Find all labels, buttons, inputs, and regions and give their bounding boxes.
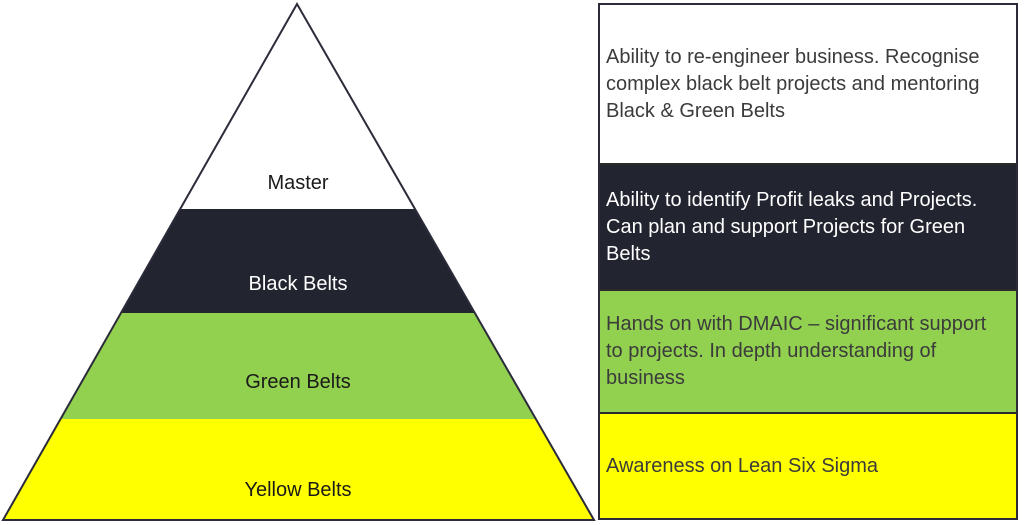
tier-label-master: Master [267,172,328,194]
description-black-belts-text: Ability to identify Profit leaks and Pro… [606,188,978,265]
tier-label-green-belts: Green Belts [245,371,351,393]
description-master-text: Ability to re-engineer business. Recogni… [606,45,980,122]
description-yellow-belts: Awareness on Lean Six Sigma [600,412,1016,518]
description-master: Ability to re-engineer business. Recogni… [600,5,1016,163]
tier-label-yellow-belts: Yellow Belts [244,479,351,501]
description-green-belts: Hands on with DMAIC – significant suppor… [600,289,1016,412]
pyramid-tier-green-belts [61,313,535,419]
description-yellow-belts-text: Awareness on Lean Six Sigma [606,454,879,477]
belt-description-panel: Ability to re-engineer business. Recogni… [598,3,1018,520]
belt-pyramid: Master Black Belts Green Belts Yellow Be… [1,1,596,521]
description-black-belts: Ability to identify Profit leaks and Pro… [600,163,1016,289]
tier-label-black-belts: Black Belts [249,273,348,295]
description-green-belts-text: Hands on with DMAIC – significant suppor… [606,313,987,389]
pyramid-tier-yellow-belts [3,419,594,520]
pyramid-outline [1,1,596,521]
pyramid-tier-master [181,4,415,209]
pyramid-tier-black-belts [120,209,475,313]
